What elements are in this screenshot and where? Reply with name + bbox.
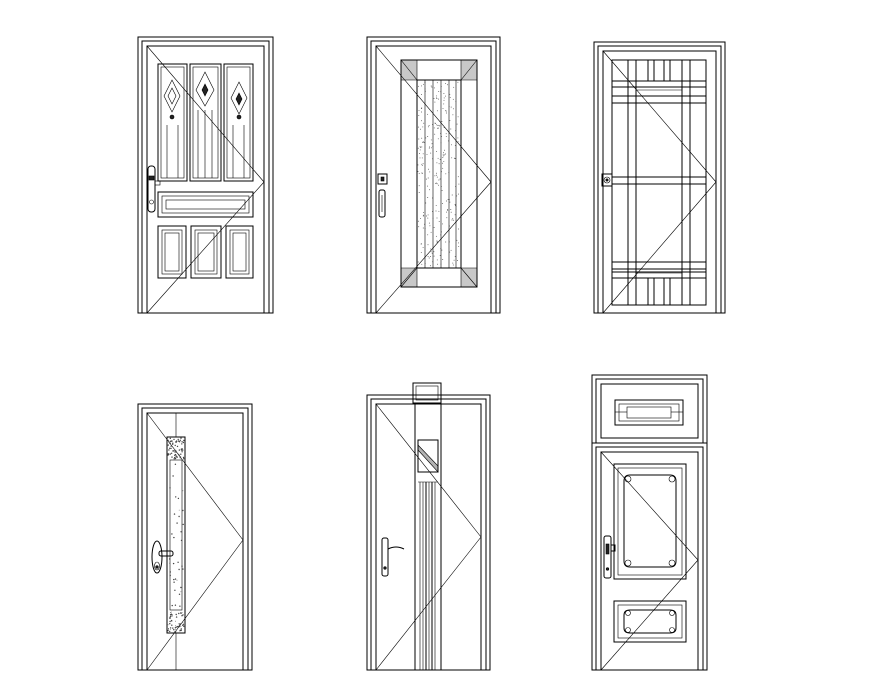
door-1-frame xyxy=(137,36,274,314)
door-5-handle-icon xyxy=(381,537,405,577)
door-5-grooves xyxy=(419,482,436,670)
door-2-handle-icon xyxy=(377,173,388,218)
door-1-glass-panels xyxy=(157,63,254,182)
door-6-upper-panel xyxy=(613,463,687,580)
door-2-glass-panel xyxy=(400,59,478,288)
door-4-textured-strip xyxy=(166,413,186,670)
door-2-swing-lines xyxy=(375,45,492,314)
door-1-stained-glass-motifs xyxy=(163,71,248,120)
door-4-handle-icon xyxy=(151,540,174,574)
door-1-swing-lines xyxy=(146,45,265,314)
door-3-grid-bars xyxy=(611,59,707,306)
door-4-strip-texture xyxy=(167,437,185,633)
door-5-grooved-strip xyxy=(366,382,491,671)
door-6-panel-transom xyxy=(591,374,708,671)
door-6-transom xyxy=(591,374,708,444)
door-2-single-reeded-glass xyxy=(366,36,501,314)
door-2-glass-dot-pattern xyxy=(417,81,460,267)
door-5-header-block xyxy=(412,382,442,404)
door-3-grid-glass xyxy=(593,41,726,314)
door-1-panel-stained-glass xyxy=(137,36,274,314)
door-5-frame xyxy=(366,394,491,671)
door-3-swing-lines xyxy=(602,50,717,314)
door-1-handle-icon xyxy=(147,165,161,213)
door-5-swing-lines xyxy=(375,403,482,671)
door-5-center-strip xyxy=(414,403,442,671)
door-6-swing-lines xyxy=(600,451,699,671)
door-3-lock-icon xyxy=(601,173,613,187)
door-6-handle-icon xyxy=(603,535,616,579)
door-6-frame xyxy=(591,442,708,671)
door-3-glass-area xyxy=(611,59,707,306)
door-6-lower-panel xyxy=(613,600,687,643)
door-4-frame xyxy=(137,403,253,671)
door-4-flush-textured-strip xyxy=(137,403,253,671)
door-2-frame xyxy=(366,36,501,314)
door-4-swing-lines xyxy=(146,412,244,671)
door-1-lower-panels xyxy=(157,225,254,279)
door-1-middle-panel xyxy=(157,191,254,218)
